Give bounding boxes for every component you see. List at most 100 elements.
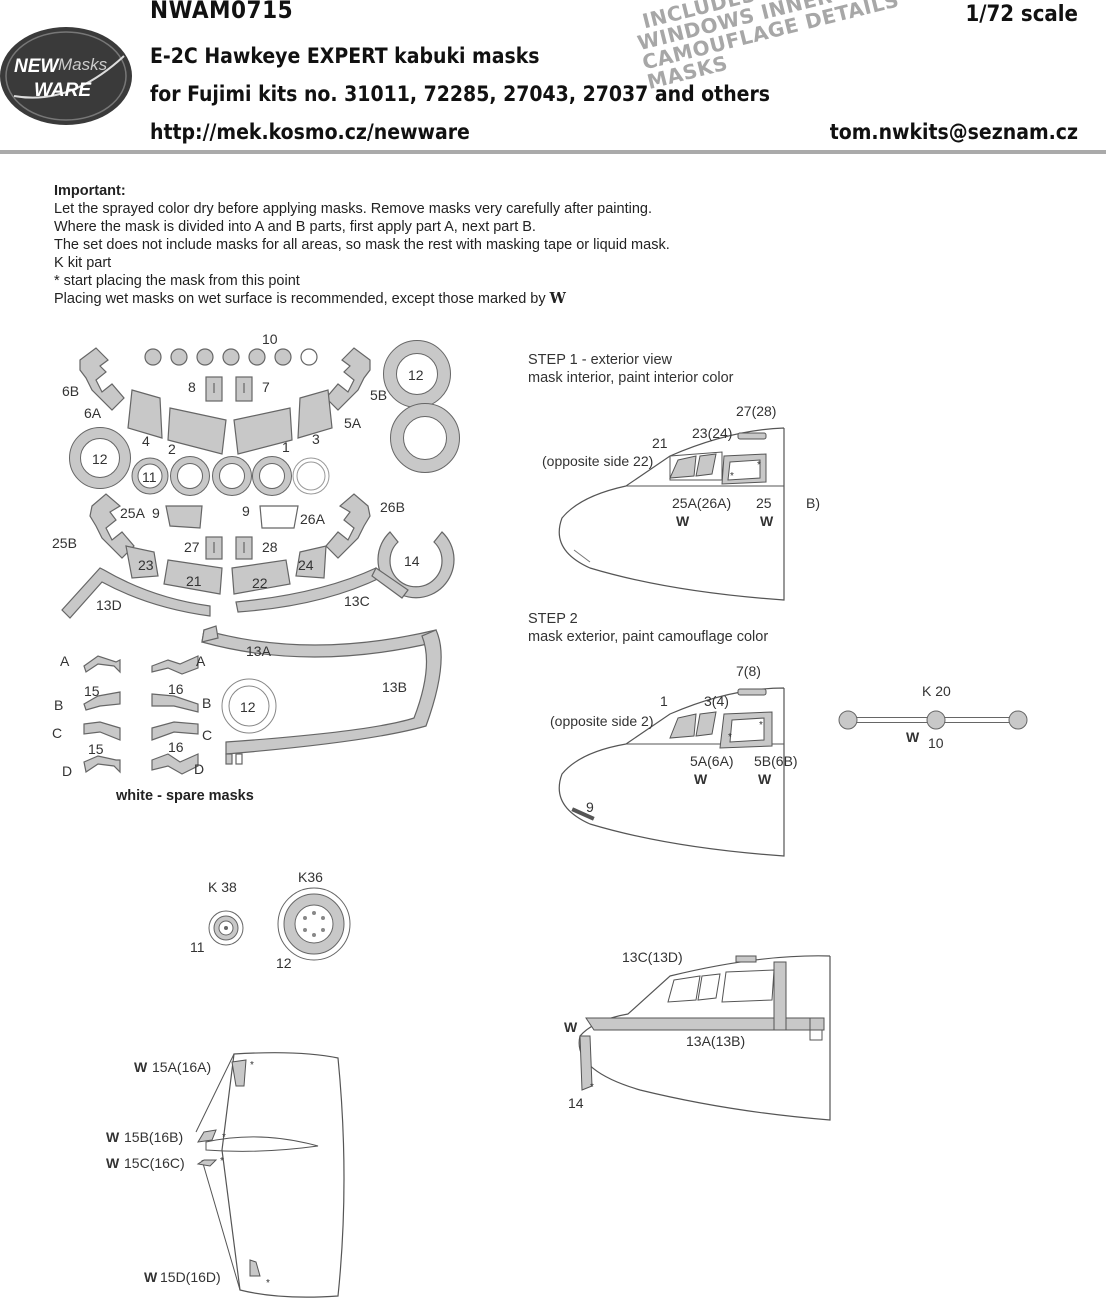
callout: 15C(16C)	[124, 1155, 185, 1171]
step1-title: STEP 1 - exterior view	[528, 352, 672, 368]
instruction-line: Placing wet masks on wet surface is reco…	[54, 290, 670, 308]
mask-label: 4	[142, 433, 150, 449]
callout: B)	[806, 495, 820, 511]
k20-part: K 20 W 10	[838, 683, 1028, 751]
wet-symbol: W	[760, 513, 774, 529]
mask-label: D	[194, 761, 204, 777]
callout: 13A(13B)	[686, 1033, 745, 1049]
mask-label: 27	[184, 539, 200, 555]
mask-label: C	[202, 727, 212, 743]
page-title: E-2C Hawkeye EXPERT kabuki masks	[150, 44, 540, 68]
mask-label: 9	[152, 505, 160, 521]
spare-note: white - spare masks	[115, 788, 254, 804]
logo: NEW Masks WARE	[0, 26, 135, 126]
wet-symbol: W	[134, 1059, 148, 1075]
step1-desc: mask interior, paint interior color	[528, 370, 734, 386]
mask-label: 16	[168, 681, 184, 697]
mask-label: 16	[168, 739, 184, 755]
mask-label: 26B	[380, 499, 405, 515]
website-link[interactable]: http://mek.kosmo.cz/newware	[150, 120, 470, 144]
svg-text:*: *	[220, 1156, 224, 1167]
svg-text:*: *	[730, 471, 734, 482]
mask-label: 7	[262, 379, 270, 395]
mask-label: 13C	[344, 593, 370, 609]
header-divider	[0, 150, 1106, 154]
wet-symbol: W	[694, 771, 708, 787]
mask-label: 25A	[120, 505, 146, 521]
step2-heading: STEP 2 mask exterior, paint camouflage c…	[528, 610, 768, 646]
mask-label: 23	[138, 557, 154, 573]
wet-symbol: W	[906, 729, 920, 745]
k36-number: 12	[276, 955, 292, 971]
mask-label: 11	[142, 469, 157, 485]
scale-label: 1/72 scale	[965, 2, 1078, 27]
mask-label: 6B	[62, 383, 79, 399]
svg-text:*: *	[757, 460, 761, 471]
k36-label: K36	[298, 869, 323, 885]
instruction-line: K kit part	[54, 255, 112, 271]
wet-symbol: W	[676, 513, 690, 529]
step3-diagram: * 13C(13D) 13A(13B) 14 W	[564, 949, 831, 1121]
mask-label: A	[196, 653, 206, 669]
logo-masks: Masks	[58, 55, 108, 74]
step2-title: STEP 2	[528, 611, 578, 627]
callout: 27(28)	[736, 403, 776, 419]
logo-ware: WARE	[34, 80, 92, 101]
mask-label: 12	[408, 367, 424, 383]
instruction-line: Where the mask is divided into A and B p…	[54, 219, 536, 235]
mask-label: 24	[298, 557, 314, 573]
mask-label: B	[202, 695, 211, 711]
wheels-diagram: K 38 11 K36 12	[190, 869, 351, 971]
mask-label: 13A	[246, 643, 272, 659]
callout: 15B(16B)	[124, 1129, 183, 1145]
callout: 9	[586, 799, 594, 815]
mask-label: 10	[262, 331, 278, 347]
callout: (opposite side 22)	[542, 453, 653, 469]
mask-label: 21	[186, 573, 202, 589]
svg-text:*: *	[250, 1060, 254, 1071]
mask-label: B	[54, 697, 63, 713]
email-link[interactable]: tom.nwkits@seznam.cz	[829, 120, 1078, 144]
step2-diagram: * * 7(8) 3(4) 1 (opposite side 2) 5A(6A)…	[550, 663, 798, 857]
callout: 15A(16A)	[152, 1059, 211, 1075]
callout: 25	[756, 495, 772, 511]
instruction-line: The set does not include masks for all a…	[54, 237, 670, 253]
svg-text:*: *	[759, 720, 763, 731]
mask-label: 8	[188, 379, 196, 395]
callout: (opposite side 2)	[550, 713, 654, 729]
svg-text:*: *	[222, 1132, 226, 1143]
mask-label: 28	[262, 539, 278, 555]
callout: 15D(16D)	[160, 1269, 221, 1285]
k38-label: K 38	[208, 879, 237, 895]
promo-stamp: INCLUDES ALSO WINDOWS INNER SIDE CAMOUFL…	[631, 0, 971, 94]
svg-text:*: *	[266, 1278, 270, 1289]
mask-label: 25B	[52, 535, 77, 551]
svg-text:*: *	[728, 732, 732, 743]
mask-label: A	[60, 653, 70, 669]
k20-label: K 20	[922, 683, 951, 699]
callout: 3(4)	[704, 693, 729, 709]
mask-label: 14	[404, 553, 420, 569]
step2-desc: mask exterior, paint camouflage color	[528, 629, 769, 645]
instruction-line-text: Placing wet masks on wet surface is reco…	[54, 291, 546, 307]
instructions: Important: Let the sprayed color dry bef…	[54, 182, 670, 308]
mask-label: 9	[242, 503, 250, 519]
mask-label: 15	[84, 683, 100, 699]
step1-heading: STEP 1 - exterior view mask interior, pa…	[528, 351, 734, 387]
callout: 23(24)	[692, 425, 732, 441]
k38-number: 11	[190, 939, 205, 955]
mask-label: 3	[312, 431, 320, 447]
mask-label: C	[52, 725, 62, 741]
mask-label: 13D	[96, 597, 122, 613]
mask-label: 1	[282, 439, 290, 455]
wet-symbol: W	[758, 771, 772, 787]
step1-diagram: * * 27(28) 23(24) 21 (opposite side 22) …	[542, 403, 820, 601]
callout: 5B(6B)	[754, 753, 798, 769]
mask-label: 5A	[344, 415, 362, 431]
mask-label: 12	[240, 699, 256, 715]
mask-label: 26A	[300, 511, 326, 527]
page-subtitle: for Fujimi kits no. 31011, 72285, 27043,…	[150, 82, 771, 106]
product-code: NWAM0715	[150, 0, 294, 24]
instructions-heading: Important:	[54, 183, 126, 199]
callout: 1	[660, 693, 668, 709]
